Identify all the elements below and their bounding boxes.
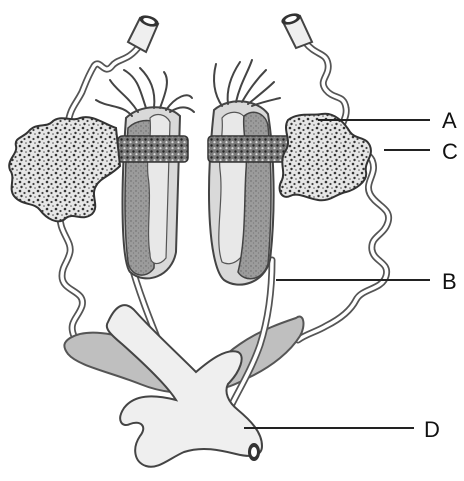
right-testis (209, 101, 274, 284)
label-a: A (442, 108, 457, 133)
label-b: B (442, 269, 457, 294)
left-testis (123, 107, 180, 278)
label-d: D (424, 417, 440, 442)
label-c: C (442, 139, 458, 164)
right-filaments (214, 60, 280, 106)
right-funnel-end (280, 11, 312, 48)
right-lobular-gland (280, 114, 371, 201)
left-funnel-end (128, 13, 160, 52)
right-granular-band (208, 136, 290, 162)
left-lobular-gland (9, 117, 120, 221)
left-granular-band (118, 136, 188, 162)
